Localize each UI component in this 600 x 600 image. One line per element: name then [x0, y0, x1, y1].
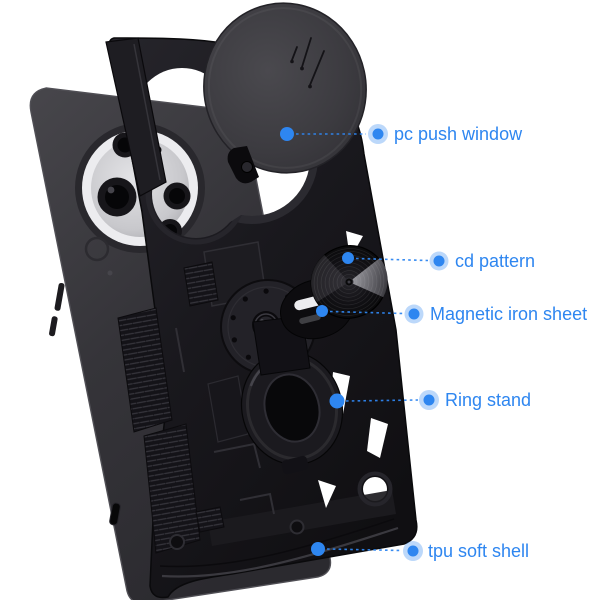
anti-slip-marks	[291, 37, 325, 86]
frame-cutout	[367, 418, 388, 458]
shell-bottom-lip	[161, 526, 399, 578]
callout-magnetic-iron-sheet: Magnetic iron sheet	[316, 304, 587, 324]
phone-dot	[107, 270, 113, 276]
bracket-ridge	[133, 43, 161, 181]
callout-marker-icon	[407, 545, 419, 557]
case-bottom-band	[208, 490, 396, 546]
callout-ring-stand: Ring stand	[329, 390, 531, 410]
armor-ridge	[175, 327, 185, 373]
cd-pattern-disc	[310, 245, 388, 319]
callout-start-dot	[329, 393, 345, 409]
callout-marker-icon	[433, 255, 445, 267]
callout-pc-push-window: pc push window	[280, 124, 523, 144]
grip-texture-patches	[117, 261, 225, 554]
slide-track-edge	[145, 143, 247, 245]
callout-label: pc push window	[394, 124, 523, 144]
lanyard-hole	[357, 471, 393, 507]
callout-line	[329, 310, 404, 315]
callout-marker-icon	[423, 394, 435, 406]
armor-ridge	[213, 442, 261, 469]
cd-center-pin	[347, 280, 351, 284]
callout-marker-icon	[372, 128, 384, 140]
armor-ridge	[239, 492, 275, 515]
cd-shine-sector	[349, 258, 388, 298]
ring-hole	[264, 374, 320, 442]
disc-clamp-notch	[241, 161, 253, 173]
push-window-disc	[203, 2, 367, 184]
magnet-highlight-dim	[299, 314, 321, 324]
frame-cutout	[318, 480, 336, 508]
shell-bottom-groove	[159, 518, 395, 568]
callout-start-dot	[316, 305, 328, 317]
callout-start-dot	[311, 542, 325, 556]
callout-line	[345, 399, 419, 402]
shell-screw	[289, 519, 305, 535]
callout-marker-icon	[408, 308, 420, 320]
lens-glint	[107, 186, 115, 194]
callout-label: Magnetic iron sheet	[430, 304, 587, 324]
ring-stand	[240, 350, 344, 475]
cd-shine-sector-dim	[311, 254, 349, 303]
anti-slip-mark-dots	[290, 59, 312, 89]
shell-screw	[169, 534, 185, 550]
callout-start-dot	[342, 252, 354, 264]
callout-tpu-soft-shell: tpu soft shell	[311, 541, 529, 561]
callout-start-dot	[280, 127, 294, 141]
callout-line	[326, 548, 403, 552]
callout-label: tpu soft shell	[428, 541, 529, 561]
ring-catch	[281, 455, 309, 475]
callout-label: cd pattern	[455, 251, 535, 271]
callouts: pc push window cd pattern Magnetic iron …	[280, 124, 587, 561]
cd-grooves	[313, 248, 385, 316]
callout-line	[355, 257, 429, 262]
phone-side-port	[109, 502, 121, 526]
phone-emboss-circle	[84, 236, 110, 262]
callout-label: Ring stand	[445, 390, 531, 410]
case-corner-bracket	[105, 37, 167, 197]
callout-cd-pattern: cd pattern	[342, 251, 535, 271]
phone-side-buttons	[49, 282, 65, 337]
